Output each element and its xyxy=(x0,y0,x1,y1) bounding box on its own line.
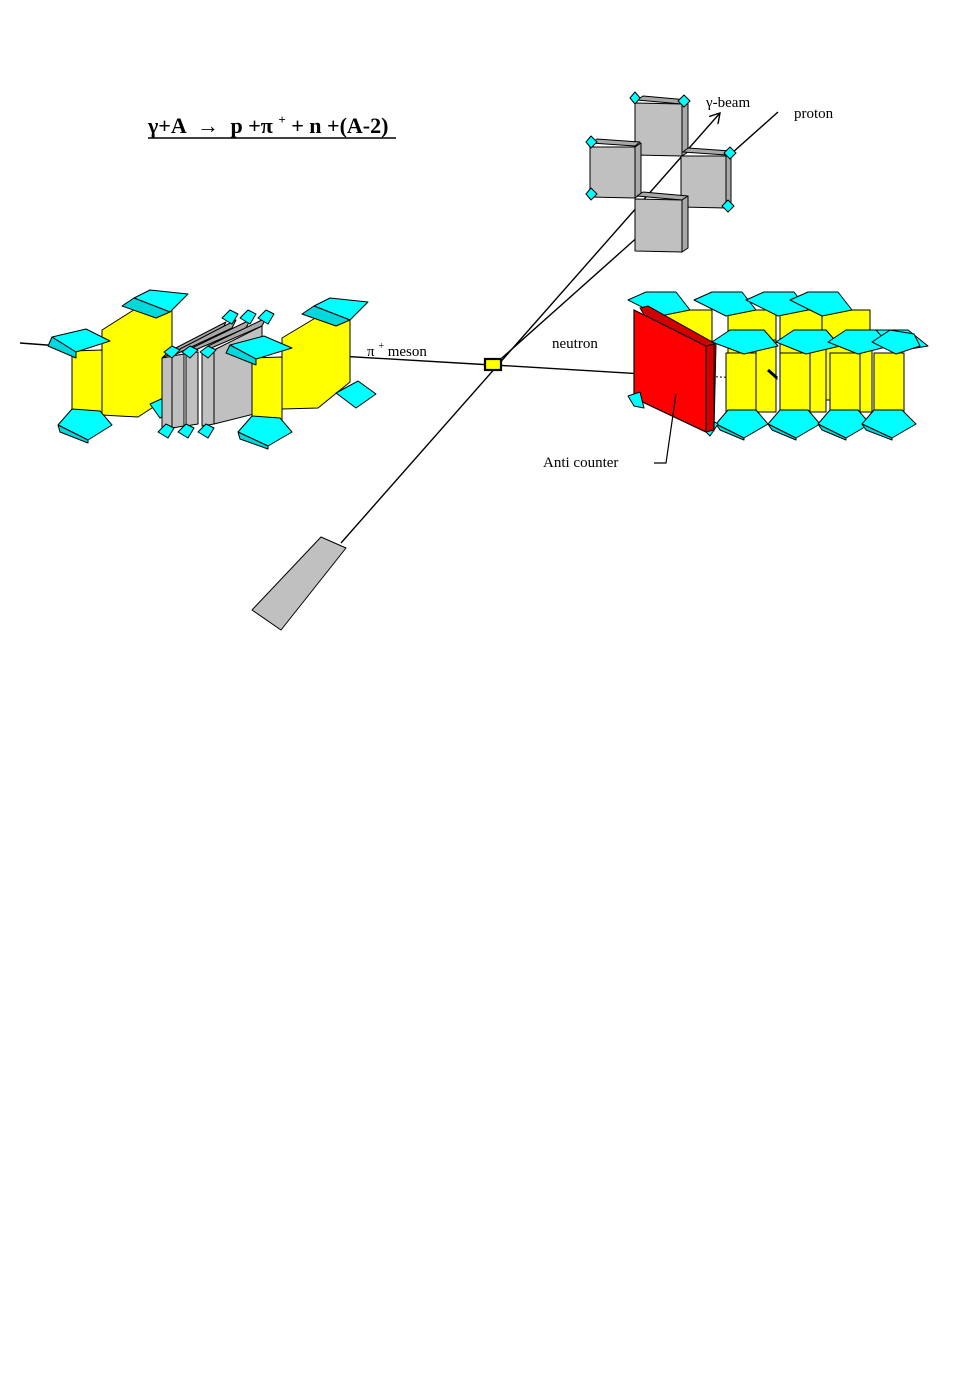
neutron-bar-4 xyxy=(873,352,905,413)
pi-charge: + xyxy=(378,341,384,352)
neutron-hit-marker xyxy=(767,368,778,380)
absorber-plate-4 xyxy=(201,349,215,427)
absorber-plate-3 xyxy=(185,351,199,427)
neutron-bar-2 xyxy=(779,352,811,413)
absorber-plate-2 xyxy=(171,353,185,429)
target xyxy=(483,357,503,372)
proton-detector-cross xyxy=(585,91,737,253)
reaction-rest: + n +(A-2) xyxy=(291,113,388,138)
reaction-arrow: → xyxy=(197,113,219,138)
pi-meson-label: π + meson xyxy=(367,337,427,360)
beam-line xyxy=(340,113,720,544)
reaction-pi-charge: + xyxy=(278,112,285,127)
anti-counter-label: Anti counter xyxy=(543,455,618,471)
gamma-beam-label: γ-beam xyxy=(705,95,750,111)
cross-bottom-counter xyxy=(634,198,683,253)
reaction-title: γ+A → p +π + + n +(A-2) xyxy=(147,104,396,139)
neutron-detector xyxy=(627,291,929,441)
neutron-bar-3 xyxy=(829,352,861,413)
svg-text:γ+A → p +π +: γ+A → p +π + + n +(A-2) xyxy=(147,104,388,138)
neutron-label: neutron xyxy=(552,336,598,352)
cross-top-counter xyxy=(634,102,683,157)
labels: γ-beam proton π + meson neutron Anti cou… xyxy=(367,95,834,471)
reaction-products: p +π xyxy=(231,113,273,138)
pi-symbol: π xyxy=(367,344,375,360)
anti-counter-leader xyxy=(654,393,677,464)
reaction-gamma: γ+A xyxy=(147,113,187,138)
pi-meson-word: meson xyxy=(388,344,428,360)
neutron-bar-1 xyxy=(725,352,757,413)
cross-left-counter xyxy=(589,146,636,199)
pi-meson-telescope xyxy=(47,289,377,450)
proton-label: proton xyxy=(794,106,834,122)
collimator xyxy=(251,536,347,631)
